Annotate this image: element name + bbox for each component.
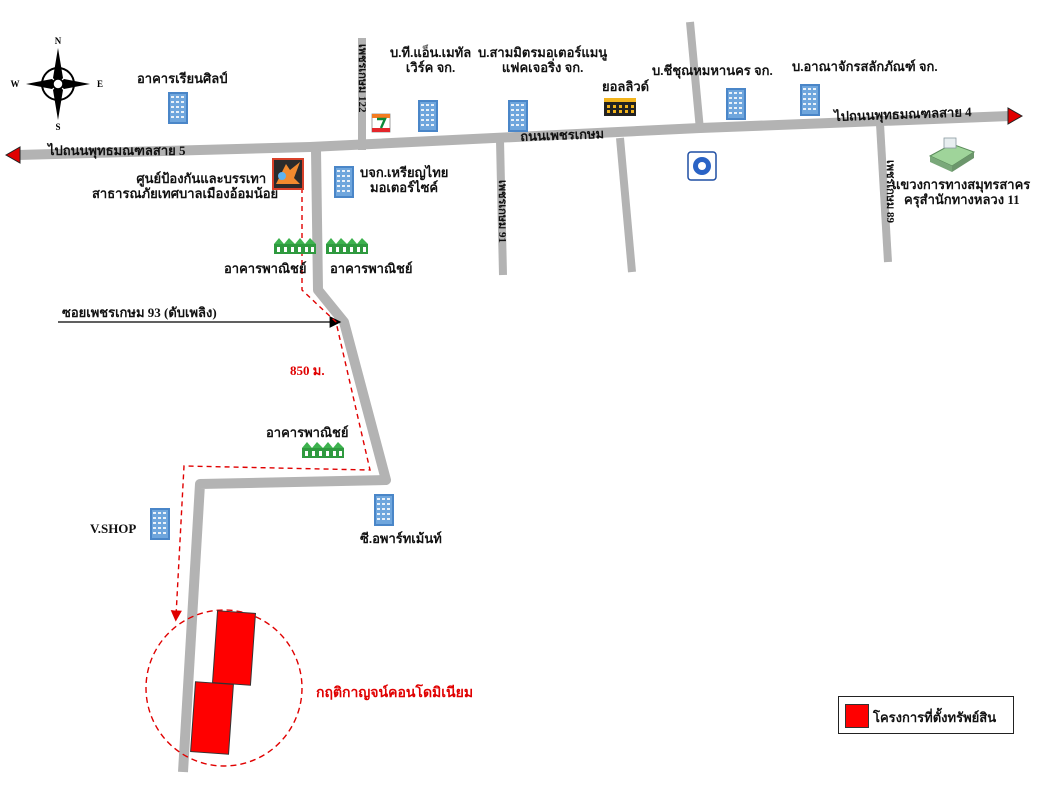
project-building-south <box>190 681 234 755</box>
building-riansilp-icon <box>168 92 188 124</box>
label-distance: 850 ม. <box>290 363 325 378</box>
soi-93-road <box>178 149 391 773</box>
label-commercial-1: อาคารพาณิชย์ <box>224 261 307 276</box>
label-tp-metal-line1: บ.ที.แอ็น.เมทัล <box>390 45 472 60</box>
arrow-east-icon <box>1007 107 1024 125</box>
compass-n: N <box>55 36 62 46</box>
label-riansilp: อาคารเรียนศิลป์ <box>137 71 228 86</box>
building-tp-metal-icon <box>418 100 438 132</box>
label-anachak: บ.อาณาจักรสลักภัณฑ์ จก. <box>792 59 938 74</box>
label-fire-center-line1: ศูนย์ป้องกันและบรรเทา <box>136 171 267 186</box>
legend: โครงการที่ตั้งทรัพย์สิน <box>838 696 1014 734</box>
building-sammitr-icon <box>508 100 528 132</box>
label-tp-metal-line2: เวิร์ค จก. <box>405 59 456 75</box>
project-area-circle <box>145 609 303 767</box>
label-to-west: ไปถนนพุทธมณฑลสาย 5 <box>48 143 186 158</box>
compass-e: E <box>97 79 103 89</box>
compass-w: W <box>11 79 20 89</box>
fire-station-icon <box>272 158 304 190</box>
shophouse-1-icon <box>274 238 316 254</box>
label-soi-122: เพชรเกษม 122 <box>356 44 368 113</box>
shophouse-2-icon <box>326 238 368 254</box>
label-vshop: V.SHOP <box>90 521 137 536</box>
arrow-west-icon <box>4 146 21 164</box>
label-highway-office-line1: แขวงการทางสมุทรสาคร <box>892 177 1031 192</box>
building-anachak-icon <box>800 84 820 116</box>
label-sammitr-line1: บ.สามมิตรมอเตอร์แมนู <box>478 45 608 60</box>
label-fire-center: ศูนย์ป้องกันและบรรเทา สาธารณภัยเทศบาลเมื… <box>92 171 279 202</box>
building-apartment-icon <box>374 494 394 526</box>
building-riangthai-icon <box>334 166 354 198</box>
label-highway-office-line2: ครุสำนักทางหลวง 11 <box>904 191 1020 207</box>
project-building-north <box>212 610 256 686</box>
main-road-phetkasem <box>17 111 1011 160</box>
label-commercial-3: อาคารพาณิชย์ <box>266 425 349 440</box>
label-highway-office: แขวงการทางสมุทรสาคร ครุสำนักทางหลวง 11 <box>892 177 1031 208</box>
label-fire-center-line2: สาธารณภัยเทศบาลเมืองอ้อมน้อย <box>92 185 279 201</box>
label-riangthai-line1: บจก.เหรียญไทย <box>360 165 449 180</box>
label-soi-91: เพชรเกษม 91 <box>496 180 508 244</box>
label-tp-metal: บ.ที.แอ็น.เมทัล เวิร์ค จก. <box>390 45 472 76</box>
label-cheechuan: บ.ชีชุณหมหานคร จก. <box>652 63 773 78</box>
mall-road <box>616 137 636 273</box>
building-vshop-icon <box>150 508 170 540</box>
label-apartment: ซี.อพาร์ทเม้นท์ <box>360 531 442 546</box>
shophouse-3-icon <box>302 442 344 458</box>
soi-to-7eleven-road <box>686 21 704 131</box>
soi-89-road <box>876 123 892 263</box>
label-sammitr: บ.สามมิตรมอเตอร์แมนู แฟคเจอริ่ง จก. <box>478 45 608 76</box>
legend-swatch <box>845 704 869 728</box>
label-mall: ยอลลิวด์ <box>602 79 650 94</box>
seven-eleven-icon <box>371 113 391 133</box>
highway-office-icon <box>928 137 976 172</box>
label-sammitr-line2: แฟคเจอริ่ง จก. <box>501 59 584 75</box>
route-path <box>170 188 371 622</box>
compass-s: S <box>55 122 60 132</box>
label-soi-93: ซอยเพชรเกษม 93 (ดับเพลิง) <box>62 305 217 320</box>
legend-label: โครงการที่ตั้งทรัพย์สิน <box>873 710 997 725</box>
label-project: กฤติกาญจน์คอนโดมิเนียม <box>316 686 474 701</box>
road-network <box>17 21 1011 773</box>
bank-icon <box>687 151 717 181</box>
soi-91-road <box>496 139 507 276</box>
label-riangthai-line2: มอเตอร์ไซค์ <box>370 179 439 195</box>
label-riangthai: บจก.เหรียญไทย มอเตอร์ไซค์ <box>360 165 449 196</box>
building-cheechuan-icon <box>726 88 746 120</box>
label-main-road: ถนนเพชรเกษม <box>519 126 605 144</box>
compass-rose-icon: N S W E <box>11 36 104 132</box>
label-commercial-2: อาคารพาณิชย์ <box>330 261 413 276</box>
mall-icon <box>604 98 636 116</box>
